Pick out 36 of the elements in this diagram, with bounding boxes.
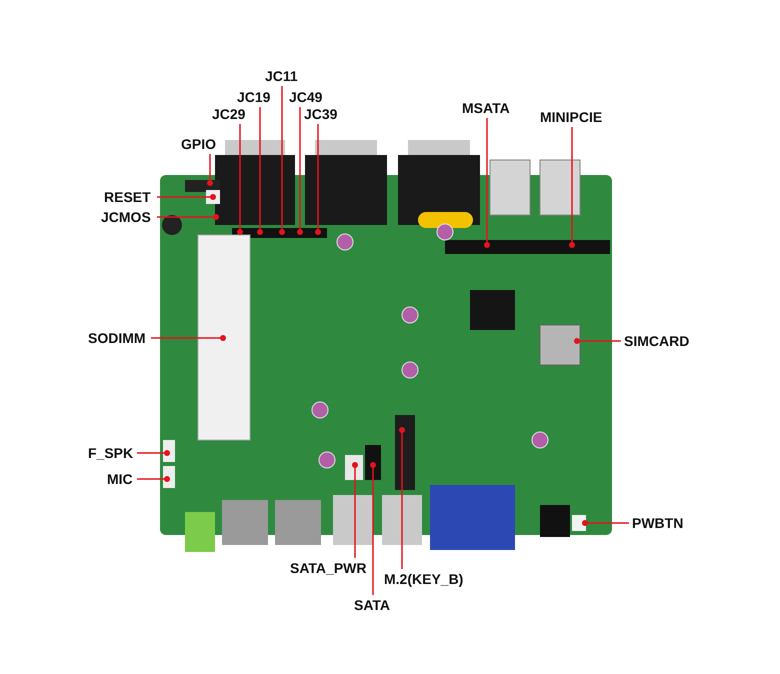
component-label: JCMOS: [101, 208, 151, 226]
component-label: SATA: [354, 596, 390, 614]
component-label: MSATA: [462, 99, 510, 117]
component-label: MIC: [107, 470, 133, 488]
leader-line: [151, 335, 226, 341]
component-label: SIMCARD: [624, 332, 690, 350]
leader-line: [484, 118, 490, 248]
component-label: SATA_PWR: [290, 559, 366, 577]
leader-line: [157, 214, 219, 220]
component-label: SODIMM: [88, 329, 146, 347]
component-label: JC49: [289, 88, 322, 106]
leader-line: [370, 462, 376, 595]
leader-line: [297, 107, 303, 235]
leader-line: [237, 124, 243, 235]
component-label: JC39: [304, 105, 338, 123]
leader-line: [399, 427, 405, 569]
component-label: F_SPK: [88, 444, 134, 462]
component-label: JC29: [212, 105, 246, 123]
leader-line: [315, 124, 321, 235]
leader-line: [257, 107, 263, 235]
component-label: JC19: [237, 88, 270, 106]
leader-line: [279, 86, 285, 235]
component-label: JC11: [265, 67, 298, 85]
component-label: MINIPCIE: [540, 108, 602, 126]
leader-line: [569, 127, 575, 248]
component-label: PWBTN: [632, 514, 684, 532]
leader-line: [157, 194, 216, 200]
component-label: M.2(KEY_B): [384, 570, 464, 588]
leader-line: [582, 520, 629, 526]
leader-line: [137, 476, 170, 482]
leader-line: [574, 338, 621, 344]
component-label: GPIO: [181, 135, 216, 153]
leader-line: [137, 450, 170, 456]
leader-line: [207, 154, 213, 186]
leader-line: [352, 462, 358, 558]
component-label: RESET: [104, 188, 151, 206]
